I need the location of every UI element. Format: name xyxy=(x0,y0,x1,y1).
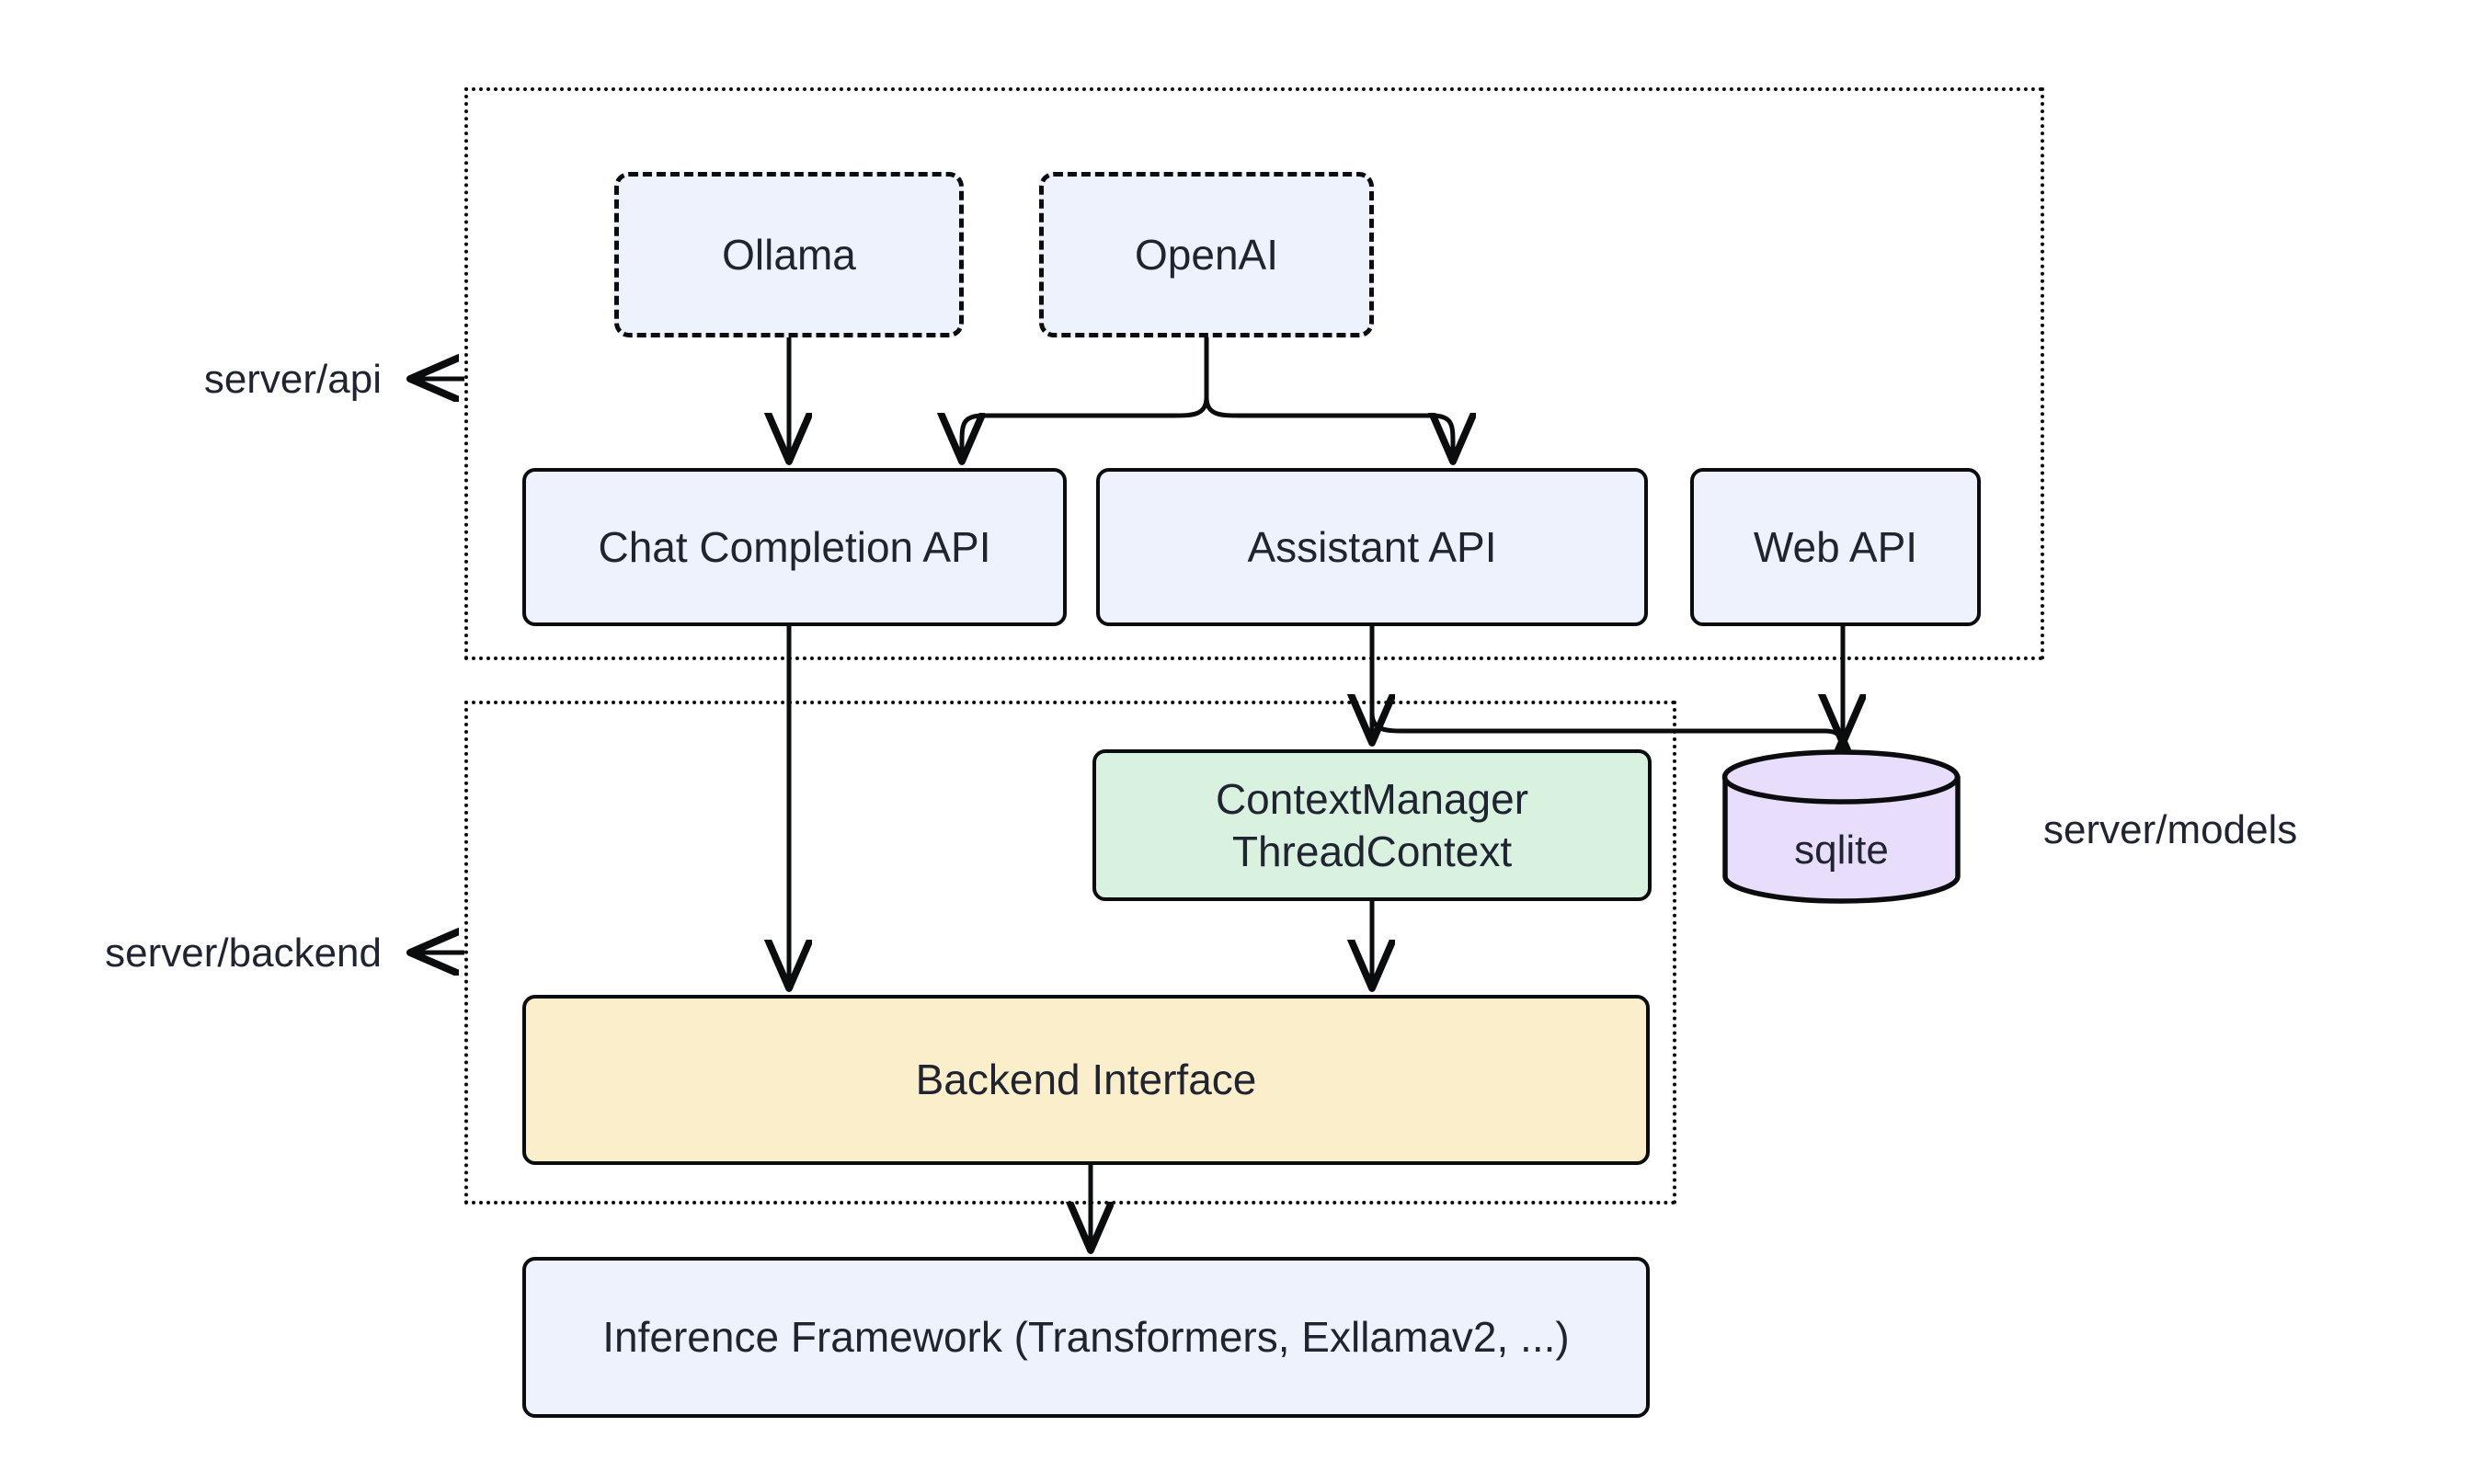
context-manager-line-1: ContextManager xyxy=(1215,775,1529,824)
node-sqlite-label: sqlite xyxy=(1794,828,1889,873)
node-ollama[interactable]: Ollama xyxy=(614,172,964,337)
sqlite-cylinder-body xyxy=(1722,774,1961,904)
node-context-manager[interactable]: ContextManager ThreadContext xyxy=(1092,749,1652,901)
node-backend-interface[interactable]: Backend Interface xyxy=(522,995,1650,1165)
node-chat-completion-api[interactable]: Chat Completion API xyxy=(522,468,1067,626)
edge-assistant-to-sqlite xyxy=(1369,626,1843,759)
node-web-api[interactable]: Web API xyxy=(1690,468,1981,626)
edge-openai-to-assistant xyxy=(1204,396,1453,460)
label-server-models: server/models xyxy=(2043,807,2298,852)
node-assistant-api[interactable]: Assistant API xyxy=(1096,468,1648,626)
group-server-api xyxy=(464,87,2044,660)
node-openai[interactable]: OpenAI xyxy=(1039,172,1374,337)
context-manager-line-2: ThreadContext xyxy=(1231,827,1513,875)
node-inference-framework[interactable]: Inference Framework (Transformers, Exlla… xyxy=(522,1257,1650,1418)
label-server-api: server/api xyxy=(203,357,382,402)
sqlite-cylinder-top xyxy=(1721,749,1961,805)
edge-openai-to-chat xyxy=(962,396,1209,460)
label-server-backend: server/backend xyxy=(105,930,382,976)
